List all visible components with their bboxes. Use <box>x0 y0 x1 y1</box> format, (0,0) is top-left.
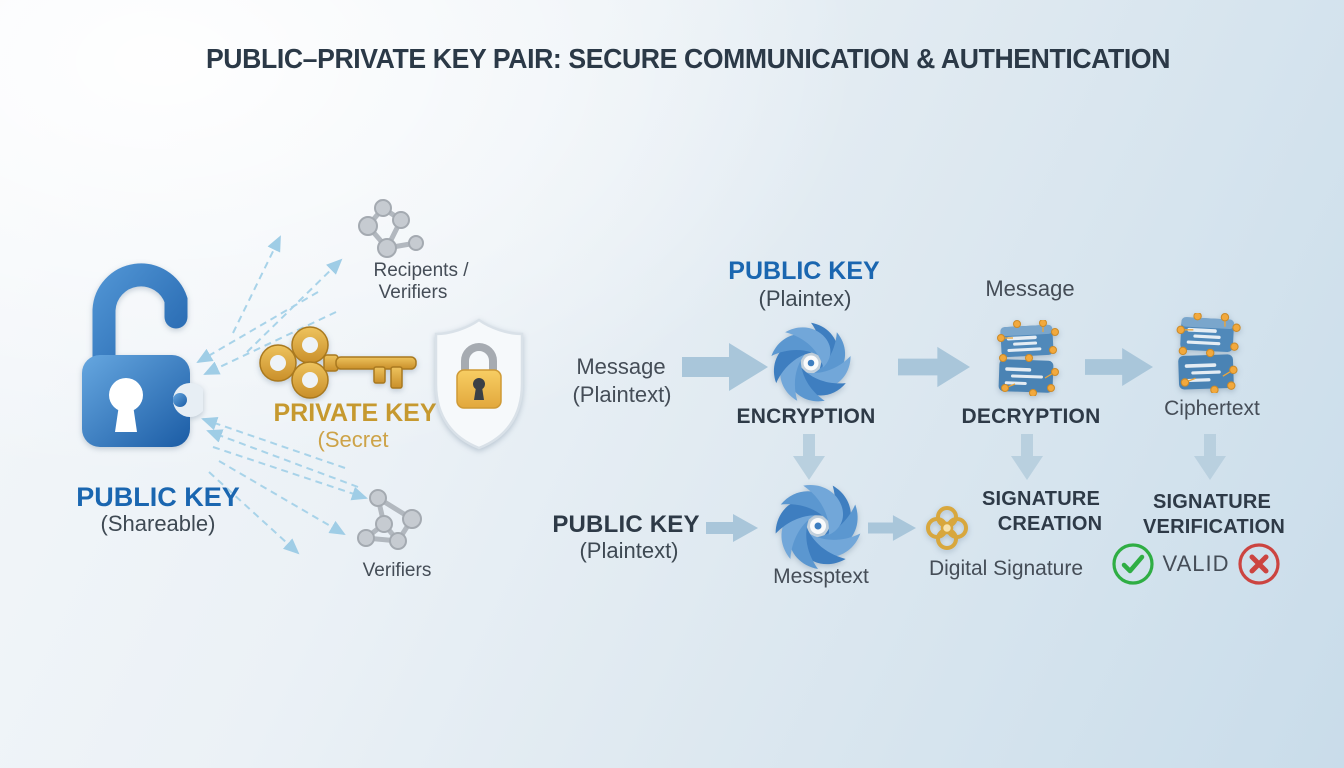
encrypted-document-icon <box>997 320 1059 396</box>
private-key-note: (Secret <box>317 427 389 452</box>
message-input-line2: (Plaintext) <box>572 382 672 407</box>
encrypted-document-icon <box>1176 313 1241 393</box>
dashed-share-arrows <box>196 235 368 555</box>
shield-lock-icon <box>434 318 524 450</box>
cipher-swirl-icon <box>771 322 851 402</box>
signature-creation-line1: SIGNATURE <box>981 488 1101 510</box>
messptext-label: Messptext <box>773 565 869 588</box>
ciphertext-label: Ciphertext <box>1164 397 1260 420</box>
encryption-public-key-label: PUBLIC KEY <box>728 257 880 285</box>
network-nodes-icon <box>357 489 422 550</box>
flow-arrow-icon <box>898 346 970 388</box>
seal-icon <box>926 506 968 550</box>
signature-public-key-label: PUBLIC KEY <box>552 511 700 538</box>
verifiers-label: Verifiers <box>362 560 432 581</box>
public-key-label: PUBLIC KEY <box>76 482 240 512</box>
down-arrow-icon <box>1011 434 1043 480</box>
signature-public-key-note: (Plaintext) <box>579 538 679 563</box>
flow-arrow-icon <box>1085 348 1153 386</box>
signature-verification-line2: VERIFICATION <box>1142 516 1286 538</box>
decryption-label: DECRYPTION <box>961 405 1101 428</box>
down-arrow-icon <box>793 434 825 480</box>
digital-signature-label: Digital Signature <box>928 557 1084 580</box>
flow-arrow-icon <box>868 515 916 541</box>
flow-arrow-icon <box>706 514 758 542</box>
network-nodes-icon <box>358 199 424 258</box>
signature-creation-line2: CREATION <box>997 513 1103 535</box>
encryption-public-key-note: (Plaintex) <box>758 286 852 311</box>
message-input-line1: Message <box>576 354 666 379</box>
private-key-label: PRIVATE KEY <box>273 399 437 427</box>
recipients-label-line2: Verifiers <box>378 282 448 303</box>
cipher-swirl-icon <box>775 484 861 569</box>
recipients-label-line1: Recipents / <box>373 260 469 281</box>
message-output-label: Message <box>985 276 1075 301</box>
down-arrow-icon <box>1194 434 1226 480</box>
page-title: PUBLIC–PRIVATE KEY PAIR: SECURE COMMUNIC… <box>205 43 1171 74</box>
encryption-label: ENCRYPTION <box>736 405 876 428</box>
check-circle-icon <box>1112 543 1154 585</box>
signature-verification-line1: SIGNATURE <box>1152 491 1272 513</box>
x-circle-icon <box>1238 543 1280 585</box>
gold-key-icon <box>259 326 417 399</box>
valid-label: VALID <box>1162 551 1230 576</box>
public-key-note: (Shareable) <box>100 511 216 536</box>
open-padlock-icon <box>82 263 203 447</box>
flow-arrow-icon <box>682 343 768 391</box>
